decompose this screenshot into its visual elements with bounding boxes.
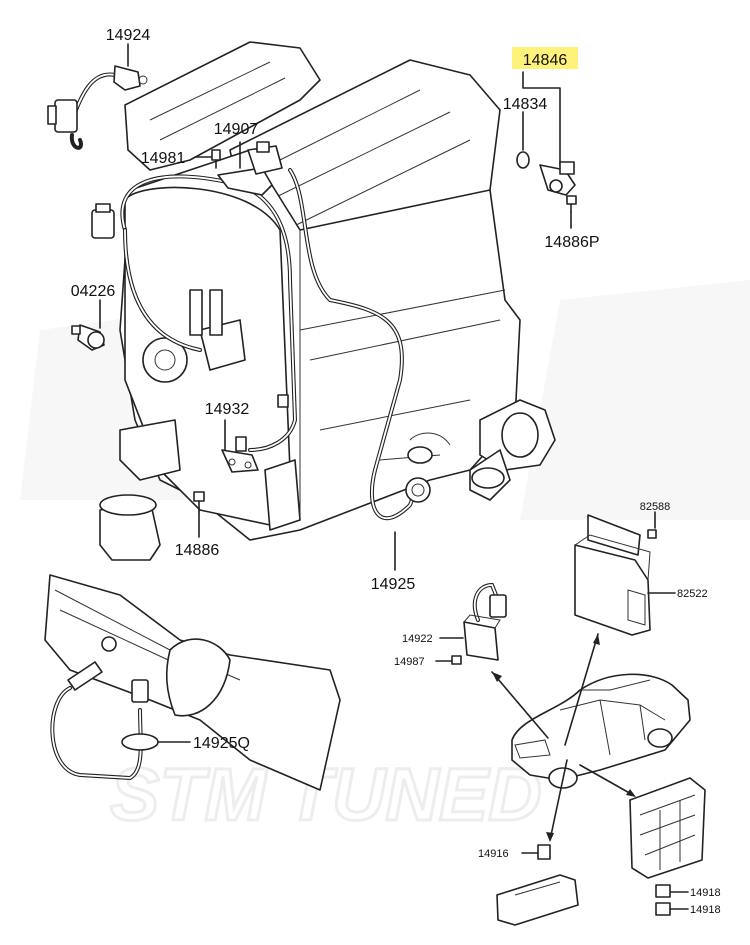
part-14846-cam-sensor[interactable]: [539, 161, 576, 196]
harness-connector-left[interactable]: [91, 203, 115, 239]
part-14916-relay[interactable]: [537, 844, 551, 860]
location-arrows: [491, 633, 636, 842]
part-14907-sensor[interactable]: [217, 141, 283, 196]
label-14846[interactable]: 14846: [523, 52, 568, 69]
callout-labels: 14924 14846 14834 14907 14981 14886P 042…: [71, 27, 721, 916]
part-14925Q-o2-sensor[interactable]: [50, 636, 159, 781]
label-14925Q[interactable]: 14925Q: [193, 735, 250, 752]
part-82588-bolt[interactable]: [647, 529, 657, 539]
label-82522[interactable]: 82522: [677, 588, 708, 600]
part-14886P-bolt[interactable]: [566, 195, 577, 213]
label-14922[interactable]: 14922: [402, 633, 433, 645]
part-14981-bolt[interactable]: [211, 149, 221, 169]
part-14886-bolt[interactable]: [193, 491, 205, 513]
part-14925-sensor[interactable]: [405, 477, 431, 503]
part-14834-o-ring[interactable]: [516, 151, 530, 169]
label-14925[interactable]: 14925: [371, 576, 416, 593]
engine-assembly: [99, 41, 556, 561]
label-14932[interactable]: 14932: [205, 401, 250, 418]
label-14981[interactable]: 14981: [141, 150, 186, 167]
highlight-14846: [512, 47, 578, 69]
connector-clip[interactable]: [277, 394, 289, 408]
vehicle-outline: [511, 673, 691, 789]
label-14918-b[interactable]: 14918: [690, 904, 721, 916]
part-14918-relay-b[interactable]: [655, 902, 671, 916]
part-14932-sensor[interactable]: [221, 436, 259, 473]
label-14916[interactable]: 14916: [478, 848, 509, 860]
exhaust-pipe: [44, 574, 341, 791]
control-module-lower: [496, 874, 579, 926]
main-harness: [120, 168, 417, 521]
label-14918-a[interactable]: 14918: [690, 887, 721, 899]
part-14924-sensor[interactable]: [47, 65, 148, 150]
label-04226[interactable]: 04226: [71, 283, 116, 300]
label-14907[interactable]: 14907: [214, 121, 259, 138]
part-04226-sensor[interactable]: [71, 324, 105, 351]
leader-14846-bracket: [522, 71, 561, 166]
label-14924[interactable]: 14924: [106, 27, 151, 44]
part-14987-bolt[interactable]: [451, 655, 462, 665]
label-14886P[interactable]: 14886P: [544, 234, 599, 251]
part-14922-module[interactable]: [463, 582, 507, 661]
label-82588[interactable]: 82588: [640, 501, 671, 513]
label-14987[interactable]: 14987: [394, 656, 425, 668]
part-82522-ecu[interactable]: [574, 514, 651, 636]
label-14834[interactable]: 14834: [503, 96, 548, 113]
label-14886[interactable]: 14886: [175, 542, 220, 559]
junction-block: [629, 777, 706, 879]
part-14918-relay-a[interactable]: [655, 884, 671, 898]
